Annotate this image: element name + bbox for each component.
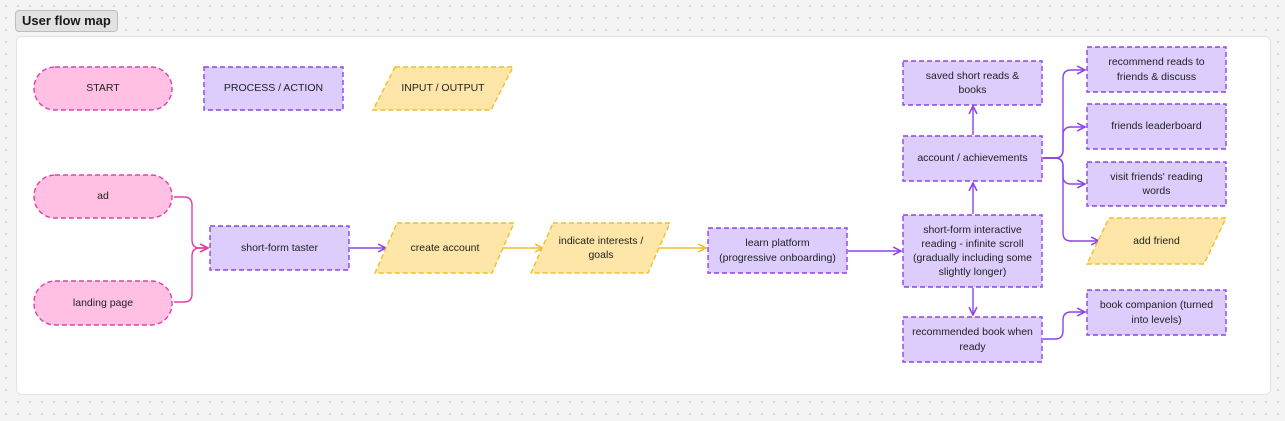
node-create-account-shape: [373, 222, 516, 274]
node-create-account: create account: [410, 241, 480, 254]
node-learn-platform-shape: [707, 227, 848, 274]
node-book-companion-shape: [1086, 289, 1227, 336]
node-book-companion: book companion (turned into levels): [1099, 299, 1214, 326]
legend-start-label: START: [86, 82, 120, 95]
legend-io-shape: [371, 66, 515, 111]
node-saved-reads-shape: [902, 60, 1043, 106]
node-recommended-book: recommended book when ready: [912, 326, 1033, 353]
edge-account-to-addfriend: [1043, 157, 1099, 241]
node-add-friend: add friend: [1133, 234, 1180, 247]
legend-io-label: INPUT / OUTPUT: [401, 82, 485, 95]
node-ad: ad: [97, 190, 109, 203]
node-visit-friends: visit friends' reading words: [1110, 170, 1203, 197]
edge-recbook-to-companion: [1043, 312, 1085, 340]
node-account-achievements-shape: [902, 135, 1043, 182]
node-landing-page-shape: [33, 280, 173, 326]
edge-account-to-visit: [1043, 157, 1085, 184]
legend-process-shape: [203, 66, 344, 111]
node-indicate-interests-shape: [529, 222, 672, 274]
page-title: User flow map: [15, 10, 118, 32]
edge-account-to-recommend: [1043, 70, 1085, 159]
node-account-achievements: account / achievements: [917, 152, 1028, 165]
legend-start-shape: [33, 66, 173, 111]
node-indicate-interests: indicate interests / goals: [558, 234, 644, 261]
node-short-form-reading-shape: [902, 214, 1043, 288]
node-short-form-taster-shape: [209, 225, 350, 271]
node-landing-page: landing page: [72, 296, 134, 309]
node-recommend-reads: recommend reads to friends & discuss: [1108, 56, 1205, 83]
node-add-friend-shape: [1085, 217, 1228, 265]
node-friends-leaderboard: friends leaderboard: [1111, 120, 1202, 133]
edge-account-to-leaderboard: [1043, 127, 1085, 159]
node-saved-reads: saved short reads & books: [925, 69, 1020, 96]
node-short-form-reading: short-form interactive reading - infinit…: [912, 223, 1033, 279]
edge-ad-to-taster: [174, 196, 208, 248]
node-learn-platform: learn platform (progressive onboarding): [719, 237, 836, 264]
node-visit-friends-shape: [1086, 161, 1227, 207]
edge-landing-to-taster: [174, 248, 208, 303]
node-recommended-book-shape: [902, 316, 1043, 363]
node-recommend-reads-shape: [1086, 46, 1227, 93]
node-ad-shape: [33, 174, 173, 219]
node-short-form-taster: short-form taster: [240, 241, 319, 254]
node-friends-leaderboard-shape: [1086, 103, 1227, 150]
legend-process-label: PROCESS / ACTION: [223, 82, 324, 95]
